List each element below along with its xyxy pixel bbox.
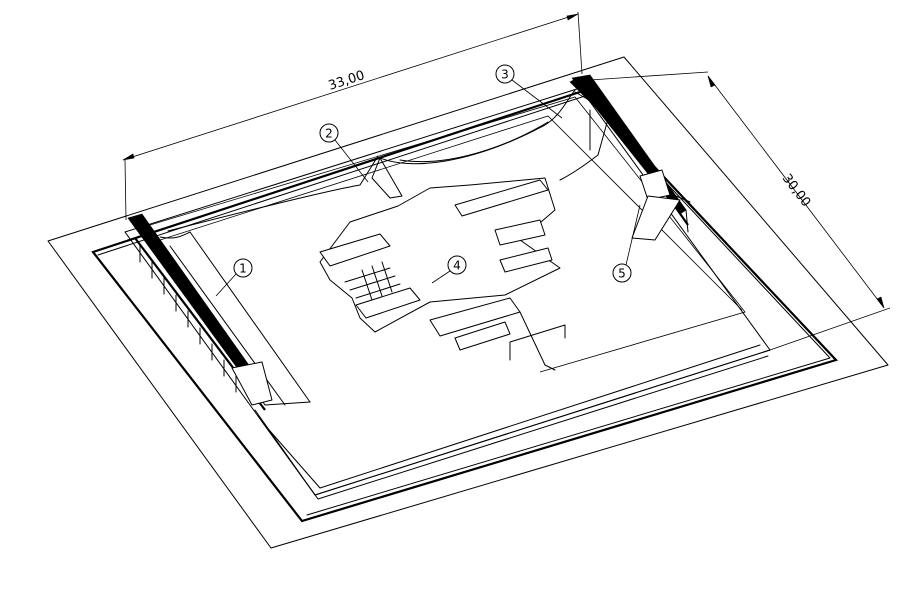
top-wall-ramps [167,89,611,232]
dimension-width-label: 33,00 [327,68,367,94]
right-fence [569,74,691,241]
dimension-depth-label: 30,00 [779,171,813,210]
callout-4-label: 4 [453,259,461,273]
callout-4: 4 [431,255,467,284]
callout-1: 1 [215,258,253,297]
base-outline [47,56,889,549]
callout-5-label: 5 [618,267,626,281]
quarter-pipe-1 [149,231,311,406]
left-fence [127,213,273,411]
callout-5: 5 [612,204,641,283]
callout-3-label: 3 [501,68,509,82]
callout-2: 2 [319,123,369,183]
central-street-course [319,177,566,371]
callout-3: 3 [495,64,563,119]
callout-1-label: 1 [239,262,247,276]
callout-2-label: 2 [325,127,333,141]
